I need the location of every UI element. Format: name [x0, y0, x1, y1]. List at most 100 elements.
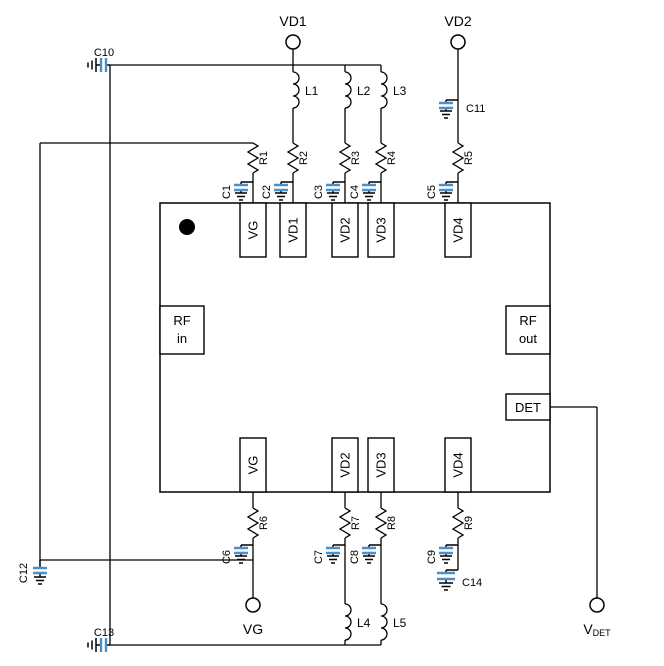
- inductor-L4-label: L4: [357, 616, 371, 630]
- capacitor-C8: C8: [349, 544, 381, 564]
- inductor-L2-label: L2: [357, 84, 371, 98]
- terminal-vdet: [589, 597, 605, 613]
- ic: VG VD1 VD2 VD3 VD4 VG VD2 VD3 VD4 RF in …: [159, 202, 551, 493]
- inductor-L1-label: L1: [305, 84, 319, 98]
- capacitor-C14-label: C14: [462, 577, 482, 589]
- ic-pin-rf-in: [159, 305, 205, 355]
- capacitor-C2: C2: [261, 181, 293, 201]
- ic-pin-top-vg: [239, 202, 267, 258]
- wire: [110, 49, 382, 143]
- ic-pin-bottom-vd3: [367, 437, 395, 493]
- resistor-R9-label: R9: [463, 516, 475, 530]
- ic-pin-top-vg-label: VG: [246, 221, 261, 240]
- ic-pin-top-vd4-label: VD4: [451, 217, 466, 242]
- capacitor-C2-label: C2: [261, 185, 273, 199]
- capacitor-C3: C3: [313, 181, 345, 201]
- ic-pin-rf-out: [505, 305, 551, 355]
- ic-pin-bottom-vg: [239, 437, 267, 493]
- det-pin-label: DET: [515, 400, 541, 415]
- capacitor-C1-label: C1: [221, 185, 233, 199]
- resistor-R5-symbol: [451, 142, 465, 174]
- resistor-R8-label: R8: [386, 516, 398, 530]
- terminal-vg-label: VG: [243, 621, 263, 637]
- resistor-R7-label: R7: [350, 516, 362, 530]
- resistor-R8-symbol: [374, 507, 388, 539]
- capacitor-C1: C1: [221, 181, 253, 201]
- ic-pin-top-vd3: [367, 202, 395, 258]
- terminal-vd1: [285, 34, 301, 50]
- terminal-vd2-label: VD2: [444, 13, 471, 29]
- capacitor-C6-label: C6: [221, 550, 233, 564]
- ic-pin-bottom-vd2-label: VD2: [338, 452, 353, 477]
- capacitors: C1 C2 C3 C4 C5 C6: [18, 47, 485, 652]
- rf-out-label-line2: out: [519, 331, 537, 346]
- capacitor-C12: C12: [18, 560, 47, 585]
- wire: [109, 65, 381, 646]
- terminal-vg: [245, 597, 261, 613]
- capacitor-C5-label: C5: [426, 185, 438, 199]
- rf-in-label-line1: RF: [173, 313, 190, 328]
- capacitor-C4: C4: [349, 181, 381, 201]
- ic-pin-bottom-vd2: [331, 437, 359, 493]
- ic-pin-bottom-vd3-label: VD3: [374, 452, 389, 477]
- capacitor-C13-label: C13: [94, 627, 114, 639]
- ic-pin-top-vd4: [444, 202, 472, 258]
- capacitor-C5: C5: [426, 181, 458, 201]
- inductor-L1-symbol: [292, 71, 300, 109]
- rf-in-label-line2: in: [177, 331, 187, 346]
- resistor-R2-label: R2: [298, 151, 310, 165]
- resistor-R4-label: R4: [386, 151, 398, 165]
- resistor-R3-symbol: [338, 142, 352, 174]
- capacitor-C14: C14: [437, 569, 482, 591]
- terminal-vd2: [450, 34, 466, 50]
- wires: [39, 49, 598, 646]
- terminal-vdet-label: VDET: [583, 621, 611, 638]
- resistor-R7-symbol: [338, 507, 352, 539]
- ic-pin-top-vd1: [279, 202, 307, 258]
- resistor-R3-label: R3: [350, 151, 362, 165]
- inductor-L3-label: L3: [393, 84, 407, 98]
- capacitor-C6: C6: [221, 544, 253, 564]
- wire: [39, 142, 254, 598]
- capacitor-C9-label: C9: [426, 550, 438, 564]
- resistor-R6-label: R6: [258, 516, 270, 530]
- inductor-L4-symbol: [344, 603, 352, 641]
- ic-pin-top-vd2-label: VD2: [338, 217, 353, 242]
- inductors: L1 L2 L3 L4 L5: [292, 71, 407, 641]
- resistor-R6-symbol: [246, 507, 260, 539]
- capacitor-C3-label: C3: [313, 185, 325, 199]
- resistor-R2-symbol: [286, 142, 300, 174]
- resistor-R1-symbol: [246, 142, 260, 174]
- inductor-L3-symbol: [380, 71, 388, 109]
- capacitor-C11-label: C11: [466, 103, 485, 115]
- ic-pin-top-vd2: [331, 202, 359, 258]
- ic-pin-top-vd1-label: VD1: [286, 217, 301, 242]
- inductor-L5-label: L5: [393, 616, 407, 630]
- wire: [550, 406, 598, 598]
- ic-pin-bottom-vd4: [444, 437, 472, 493]
- capacitor-C7: C7: [313, 544, 345, 564]
- capacitor-C9: C9: [426, 544, 458, 564]
- terminals: VD1 VD2 VG VDET: [243, 13, 611, 638]
- capacitor-C4-label: C4: [349, 185, 361, 199]
- ic-pin-bottom-vd4-label: VD4: [451, 452, 466, 477]
- resistor-R4-symbol: [374, 142, 388, 174]
- resistor-R5-label: R5: [463, 151, 475, 165]
- wire: [292, 173, 459, 203]
- capacitor-C13: C13: [87, 627, 114, 652]
- terminal-vd1-label: VD1: [279, 13, 306, 29]
- inductor-L2-symbol: [344, 71, 352, 109]
- resistor-R1-label: R1: [258, 151, 270, 165]
- capacitor-C10-label: C10: [94, 47, 114, 59]
- inductor-L5-symbol: [380, 603, 388, 641]
- rf-out-label-line1: RF: [519, 313, 536, 328]
- ic-pin-bottom-vg-label: VG: [246, 456, 261, 475]
- vdet-base: V: [583, 621, 593, 637]
- capacitor-C12-label: C12: [18, 563, 30, 583]
- ic-pin-det: [505, 393, 551, 421]
- pin1-marker-dot: [179, 219, 195, 235]
- capacitor-C11: C11: [439, 99, 485, 119]
- vdet-subscript: DET: [593, 628, 612, 638]
